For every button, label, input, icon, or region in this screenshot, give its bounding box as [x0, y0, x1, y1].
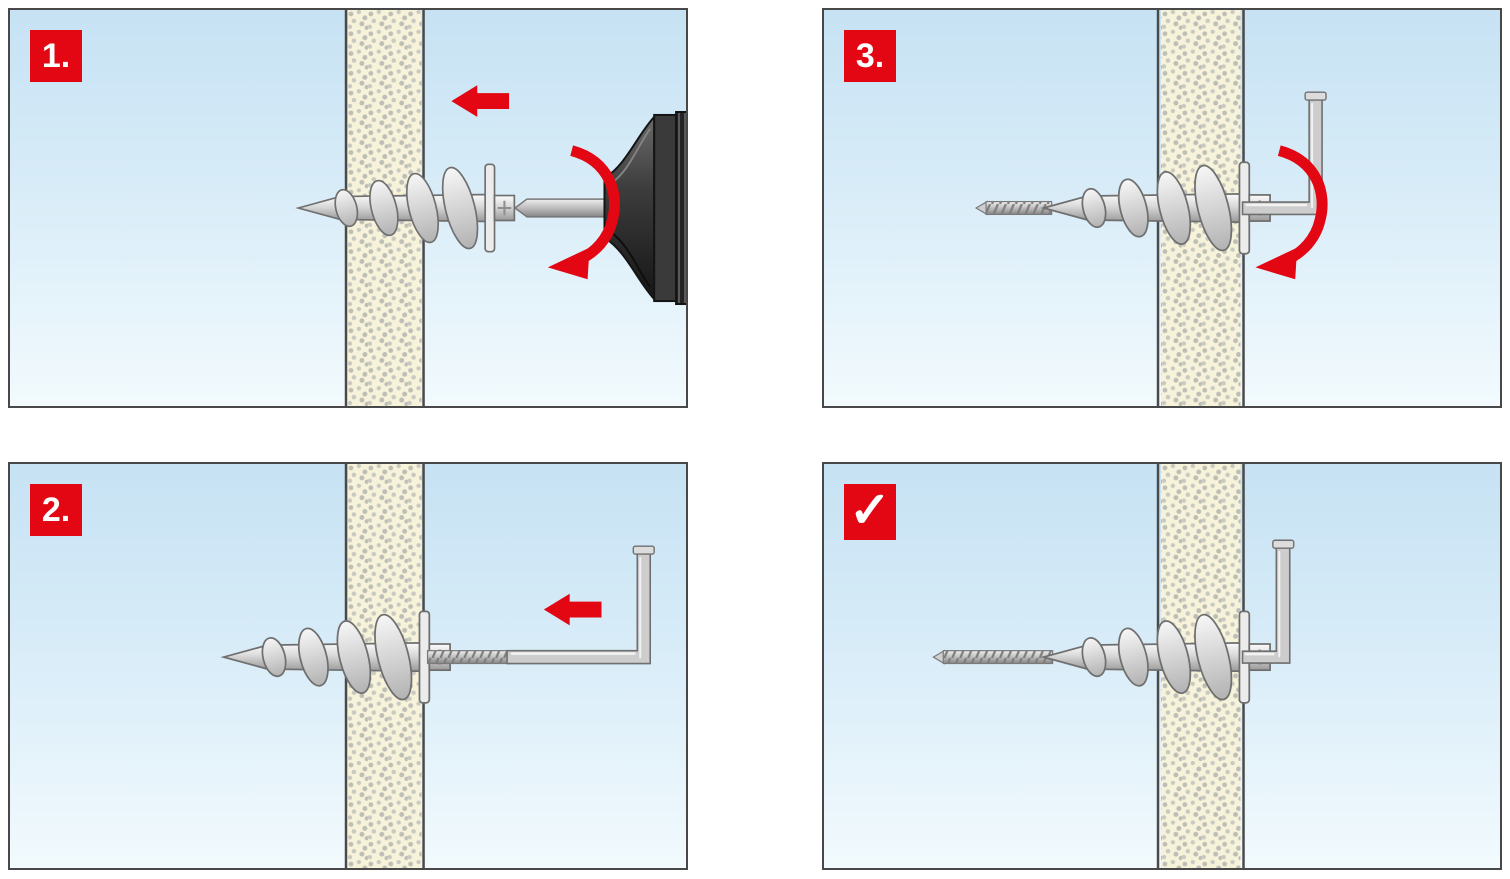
drill-chuck: [514, 110, 686, 306]
checkmark-badge: ✓: [844, 484, 896, 540]
left-arrow-icon: [543, 593, 602, 626]
hook-screw: [1241, 539, 1295, 664]
step-badge: 2.: [30, 484, 82, 536]
left-arrow-icon: [451, 85, 510, 117]
hook-screw: [1241, 91, 1327, 216]
step-1-illustration: [297, 10, 686, 406]
hook-screw-tip: [974, 200, 1053, 216]
panel-step-2: 2.: [8, 462, 688, 870]
step-badge: 3.: [844, 30, 896, 82]
panel-step-done: ✓: [822, 462, 1502, 870]
hook-screw-tip: [932, 649, 1054, 665]
panel-step-1: 1.: [8, 8, 688, 408]
step-badge: 1.: [30, 30, 82, 82]
finished-illustration: [932, 464, 1295, 868]
panel-step-3: 3.: [822, 8, 1502, 408]
step-2-illustration: [222, 464, 655, 868]
hook-screw: [426, 545, 655, 665]
step-3-illustration: [974, 10, 1500, 406]
